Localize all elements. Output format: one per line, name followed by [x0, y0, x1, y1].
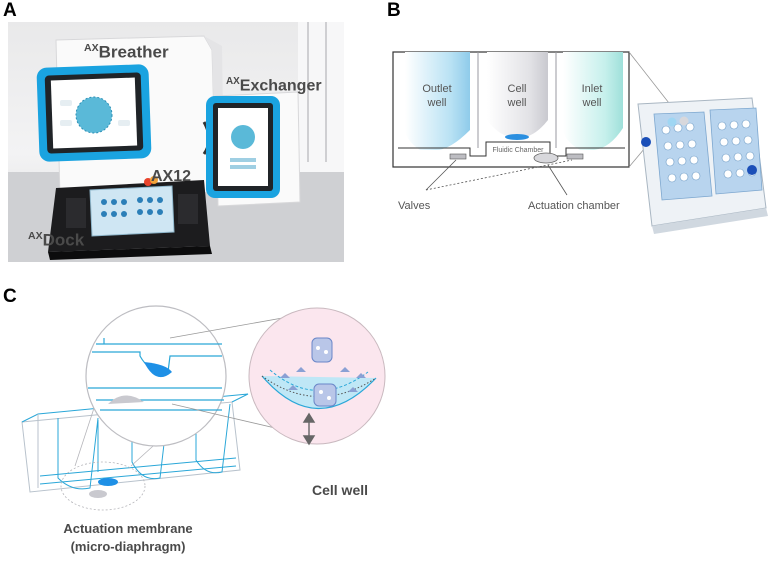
membrane-caption-2: (micro-diaphragm) — [71, 539, 186, 554]
magnifier-fluid-drop — [144, 362, 172, 378]
cell-well-detail — [261, 337, 377, 409]
cell-well-caption: Cell well — [312, 482, 368, 498]
inlet-well-label-2: well — [582, 97, 602, 109]
exchanger-label: AXExchanger — [226, 76, 322, 95]
breather-screen-graphic — [76, 97, 112, 133]
section-membrane — [89, 490, 107, 498]
valve-left — [449, 153, 467, 160]
actuation-chamber-label: Actuation chamber — [528, 200, 620, 212]
actuation-chamber — [533, 152, 559, 164]
outlet-well-label-1: Outlet — [422, 83, 451, 95]
inlet-well-label-1: Inlet — [582, 83, 603, 95]
valve-right — [566, 153, 584, 160]
dock-label: AXDock — [28, 230, 85, 250]
cell-well-drop — [505, 134, 529, 140]
cell-bottom — [313, 383, 337, 407]
magnifier-membrane — [108, 395, 144, 404]
cell-well-label-2: well — [507, 97, 527, 109]
outlet-well-label-2: well — [427, 97, 447, 109]
cell-top — [311, 337, 333, 363]
panel-letter-b: B — [387, 0, 401, 21]
up-down-arrow-icon — [302, 412, 316, 446]
ax12-chip — [89, 185, 175, 237]
cell-well — [487, 52, 548, 138]
chip-cross-section — [21, 393, 249, 493]
panel-a-photo: AXBreather AXExchanger AX12 AXDock — [8, 22, 344, 262]
focus-ellipse — [60, 461, 146, 511]
exchanger-screen-graphic — [231, 125, 255, 149]
panel-letter-c: C — [3, 286, 17, 307]
ax12-label: AX12 — [151, 168, 192, 185]
valves-label: Valves — [398, 200, 431, 212]
panel-letter-a: A — [3, 0, 17, 21]
chip-cap-left — [641, 137, 651, 147]
section-fluid-drop — [98, 478, 118, 486]
cell-well-label-1: Cell — [508, 83, 527, 95]
chip-block-right — [709, 107, 763, 195]
fluidic-chamber-label: Fluidic Chamber — [493, 147, 545, 154]
outlet-well — [405, 52, 470, 150]
breather-label: AXBreather — [84, 42, 169, 62]
cell-circle — [248, 307, 386, 445]
devices-illustration — [8, 22, 344, 262]
chip-cap-right — [747, 165, 757, 175]
membrane-caption-1: Actuation membrane — [63, 521, 192, 536]
inlet-well — [563, 52, 623, 150]
